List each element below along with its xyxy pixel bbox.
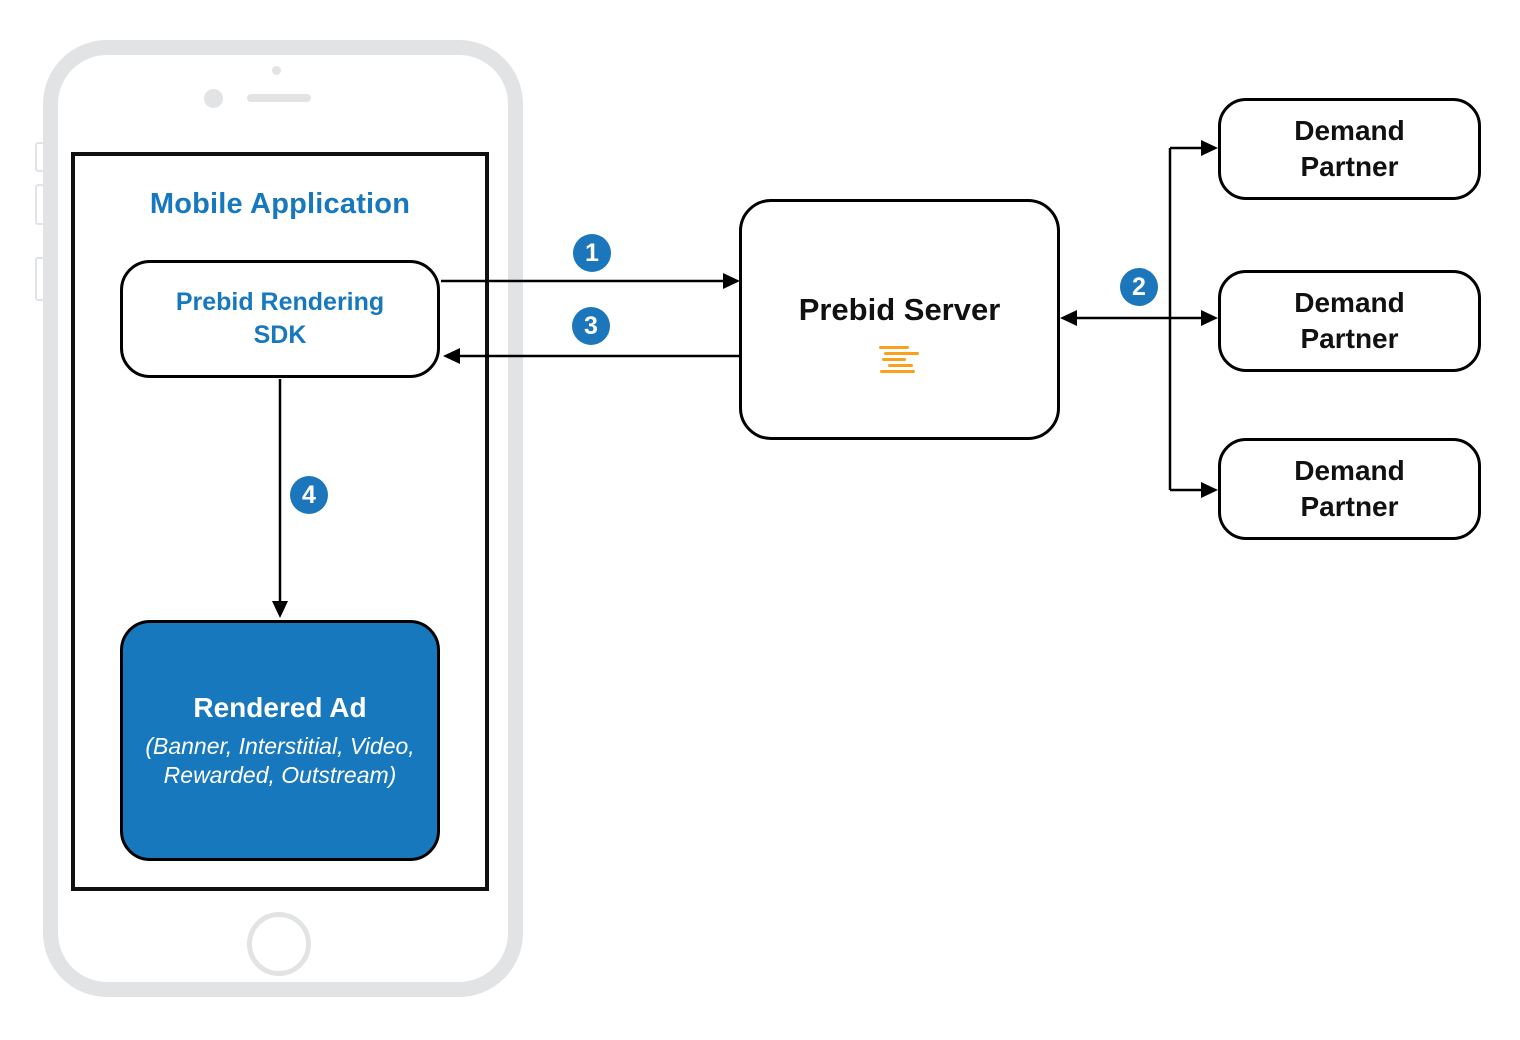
phone-home-button <box>247 912 311 976</box>
phone-camera-icon <box>204 89 223 108</box>
rendered-ad-subtitle-line1: (Banner, Interstitial, Video, <box>145 732 415 759</box>
demand-partner-box-1: Demand Partner <box>1218 98 1481 200</box>
rendered-ad-subtitle-line2: Rewarded, Outstream) <box>163 761 397 788</box>
demand-partner-3-line1: Demand <box>1294 455 1405 486</box>
demand-partner-2-line2: Partner <box>1300 323 1399 354</box>
prebid-rendering-sdk-box: Prebid Rendering SDK <box>120 260 440 378</box>
rendered-ad-title: Rendered Ad <box>193 691 367 723</box>
prebid-server-label: Prebid Server <box>798 291 1001 327</box>
step-badge-2: 2 <box>1120 268 1158 306</box>
demand-partner-2-line1: Demand <box>1294 287 1405 318</box>
step-badge-4: 4 <box>290 476 328 514</box>
phone-sensor-dot <box>272 66 281 75</box>
demand-partner-box-2: Demand Partner <box>1218 270 1481 372</box>
sdk-label-line1: Prebid Rendering <box>175 288 385 316</box>
step-badge-1: 1 <box>573 234 611 272</box>
demand-partner-box-3: Demand Partner <box>1218 438 1481 540</box>
prebid-server-box: Prebid Server <box>739 199 1060 440</box>
rendered-ad-box: Rendered Ad (Banner, Interstitial, Video… <box>120 620 440 861</box>
sdk-label-line2: SDK <box>253 321 307 349</box>
step-badge-3: 3 <box>572 307 610 345</box>
prebid-logo-icon <box>878 345 922 374</box>
arrow-server-to-demand-partners <box>1060 140 1218 498</box>
mobile-application-label: Mobile Application <box>149 188 411 220</box>
phone-speaker <box>247 94 311 102</box>
demand-partner-1-line2: Partner <box>1300 151 1399 182</box>
demand-partner-1-line1: Demand <box>1294 115 1405 146</box>
demand-partner-3-line2: Partner <box>1300 491 1399 522</box>
